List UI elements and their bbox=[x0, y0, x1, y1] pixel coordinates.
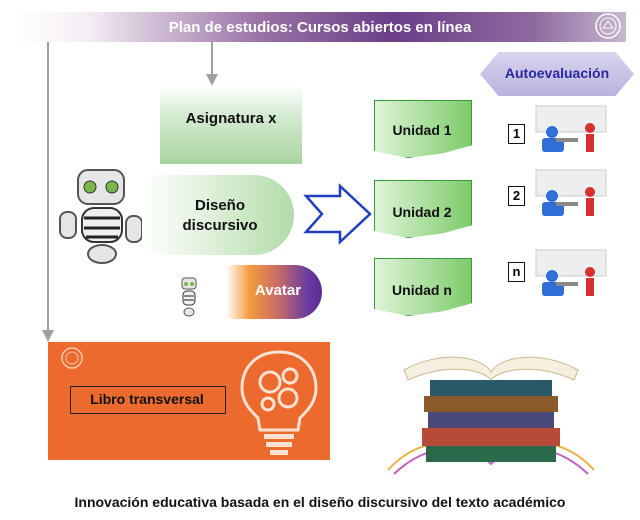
libro-transversal-label: Libro transversal bbox=[90, 391, 204, 407]
book-stack-icon bbox=[387, 356, 595, 475]
diseno-line2: discursivo bbox=[182, 217, 258, 234]
top-banner: Plan de estudios: Cursos abiertos en lín… bbox=[14, 12, 626, 42]
blue-arrow bbox=[303, 183, 372, 245]
robot-small-icon bbox=[181, 277, 197, 317]
libro-transversal-box bbox=[70, 386, 226, 414]
asignatura-connector-arrowhead bbox=[206, 74, 218, 86]
banner-title: Plan de estudios: Cursos abiertos en lín… bbox=[168, 18, 472, 36]
unidad-2-label: Unidad 2 bbox=[392, 204, 452, 220]
university-seal-icon bbox=[595, 13, 621, 39]
unidad-n-number: n bbox=[508, 262, 525, 282]
diseno-discursivo-label: Diseño discursivo bbox=[150, 196, 290, 236]
autoevaluacion-label: Autoevaluación bbox=[504, 65, 610, 81]
asignatura-box bbox=[160, 86, 302, 164]
classroom-2-icon bbox=[535, 169, 607, 216]
unidad-2-number: 2 bbox=[508, 186, 525, 206]
unidad-1-label: Unidad 1 bbox=[392, 122, 452, 138]
diseno-discursivo-box bbox=[142, 175, 294, 255]
lightbulb-gears-icon bbox=[240, 350, 318, 455]
avatar-label: Avatar bbox=[254, 282, 302, 299]
unidad-n-box bbox=[374, 258, 472, 316]
classroom-n-icon bbox=[535, 249, 607, 296]
autoevaluacion-box bbox=[480, 52, 634, 96]
university-seal-small-icon bbox=[61, 347, 83, 369]
left-connector-arrowhead bbox=[42, 330, 54, 342]
unidad-1-number: 1 bbox=[508, 124, 525, 144]
diseno-line1: Diseño bbox=[194, 197, 245, 214]
asignatura-label: Asignatura x bbox=[185, 110, 277, 127]
diagram-caption: Innovación educativa basada en el diseño… bbox=[74, 494, 566, 510]
unidad-1-box bbox=[374, 100, 472, 158]
robot-large-icon bbox=[59, 169, 143, 264]
unidad-n-label: Unidad n bbox=[392, 282, 452, 298]
avatar-box bbox=[226, 265, 322, 319]
classroom-1-icon bbox=[535, 105, 607, 152]
